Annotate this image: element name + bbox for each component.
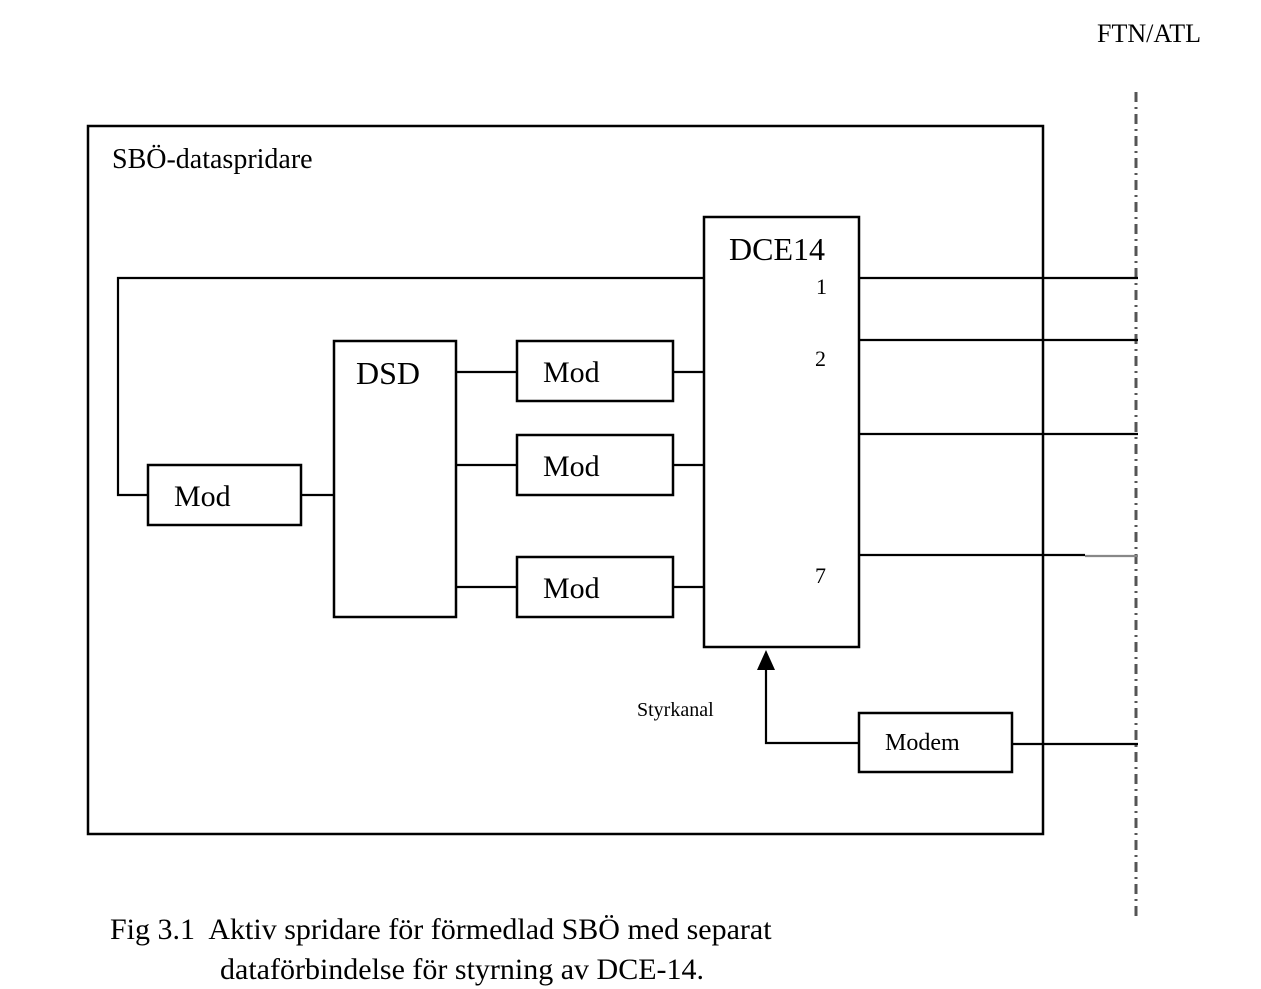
caption-line-1: Fig 3.1 Aktiv spridare för förmedlad SBÖ…: [110, 913, 772, 946]
container-label: SBÖ-dataspridare: [112, 144, 313, 175]
dsd-label: DSD: [356, 355, 420, 391]
dce-port-7: 7: [815, 563, 826, 588]
mod-to-dce-line: [116, 276, 704, 497]
dce14-label: DCE14: [729, 231, 825, 267]
dce-port-1: 1: [816, 274, 827, 299]
mod-box-1: [515, 339, 675, 403]
dsd-box: [332, 339, 458, 619]
mod-label-3: Mod: [543, 572, 600, 605]
mod-box-3: [515, 555, 675, 619]
mod-label-2: Mod: [543, 450, 600, 483]
mod-label-left: Mod: [174, 480, 231, 513]
mod-label-1: Mod: [543, 356, 600, 389]
control-line: [764, 668, 859, 745]
mod-box-left: [146, 463, 303, 527]
mod-box-2: [515, 433, 675, 497]
dce14-box: [702, 215, 861, 649]
modem-box: [857, 711, 1014, 774]
caption-line-2: dataförbindelse för styrning av DCE-14.: [220, 953, 704, 986]
control-arrow-icon: [757, 650, 775, 670]
control-label: Styrkanal: [637, 699, 714, 721]
boundary-label: FTN/ATL: [1097, 19, 1201, 48]
dce-port-2: 2: [815, 346, 826, 371]
modem-label: Modem: [885, 730, 960, 756]
